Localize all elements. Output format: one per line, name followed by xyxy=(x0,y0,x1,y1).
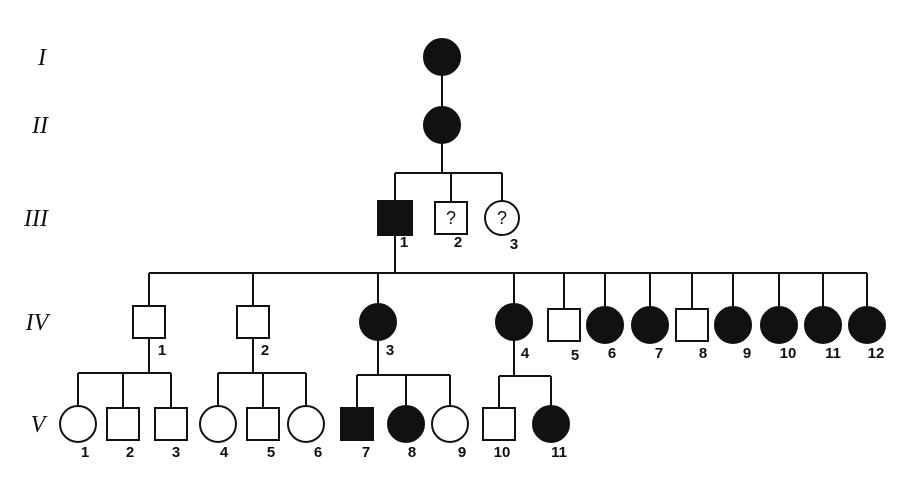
female-unaffected-gen-v-1 xyxy=(59,405,97,443)
generation-label-v: V xyxy=(31,412,48,438)
female-affected-gen-iv-7 xyxy=(631,306,669,344)
individual-number-gen-iv-6: 6 xyxy=(608,345,616,362)
individual-number-gen-iii-1: 1 xyxy=(400,234,408,251)
female-affected-gen-iv-11 xyxy=(804,306,842,344)
individual-number-gen-iv-1: 1 xyxy=(158,342,166,359)
individual-number-gen-iv-4: 4 xyxy=(521,345,530,362)
male-unaffected-gen-iv-1 xyxy=(132,305,166,339)
male-unaffected-gen-iv-2 xyxy=(236,305,270,339)
male-unaffected-gen-v-2 xyxy=(106,407,140,441)
individual-number-gen-iv-3: 3 xyxy=(386,342,394,359)
female-affected-gen-iv-4 xyxy=(495,303,533,341)
individual-number-gen-v-9: 9 xyxy=(458,444,466,461)
male-unaffected-gen-v-5 xyxy=(246,407,280,441)
male-affected-gen-v-7 xyxy=(340,407,374,441)
female-unaffected-gen-v-9 xyxy=(431,405,469,443)
generation-label-ii: II xyxy=(31,113,49,139)
individual-number-gen-v-10: 10 xyxy=(494,444,511,461)
female-affected-gen-iv-10 xyxy=(760,306,798,344)
female-affected-gen-iv-6 xyxy=(586,306,624,344)
individual-number-gen-v-8: 8 xyxy=(408,444,416,461)
pedigree-connecting-lines xyxy=(77,75,868,408)
male-unaffected-gen-iv-5 xyxy=(547,308,581,342)
male-unaffected-gen-iii-2 xyxy=(434,201,468,235)
individual-number-gen-iii-3: 3 xyxy=(510,236,518,253)
female-affected-gen-ii-founder xyxy=(423,106,461,144)
individual-number-gen-iv-11: 11 xyxy=(825,345,841,362)
individual-number-gen-v-3: 3 xyxy=(172,444,180,461)
female-affected-gen-iv-12 xyxy=(848,306,886,344)
individual-number-gen-iv-7: 7 xyxy=(655,345,663,362)
individual-number-gen-v-5: 5 xyxy=(267,444,275,461)
female-unaffected-gen-v-6 xyxy=(287,405,325,443)
individual-number-gen-v-7: 7 xyxy=(362,444,370,461)
individual-number-gen-iv-12: 12 xyxy=(868,345,885,362)
unknown-mark-gen-iii-3: ? xyxy=(497,208,507,228)
male-unaffected-gen-v-3 xyxy=(154,407,188,441)
female-unaffected-gen-v-4 xyxy=(199,405,237,443)
individual-number-gen-v-1: 1 xyxy=(81,444,89,461)
generation-label-iv: IV xyxy=(25,310,51,336)
individual-number-gen-iv-2: 2 xyxy=(261,342,269,359)
male-affected-gen-iii-1 xyxy=(377,200,413,236)
individual-number-gen-iii-2: 2 xyxy=(454,234,462,251)
female-affected-gen-v-11 xyxy=(532,405,570,443)
individual-number-gen-v-4: 4 xyxy=(220,444,229,461)
individual-number-gen-v-2: 2 xyxy=(126,444,134,461)
unknown-mark-gen-iii-2: ? xyxy=(446,208,456,228)
individual-number-gen-iv-9: 9 xyxy=(743,345,751,362)
female-affected-gen-i-founder xyxy=(423,38,461,76)
male-unaffected-gen-iv-8 xyxy=(675,308,709,342)
individual-number-gen-v-11: 11 xyxy=(551,444,567,461)
individual-number-gen-v-6: 6 xyxy=(314,444,322,461)
individual-number-gen-iv-5: 5 xyxy=(571,347,579,364)
individual-number-gen-iv-10: 10 xyxy=(780,345,797,362)
generation-label-i: I xyxy=(37,45,47,71)
female-affected-gen-v-8 xyxy=(387,405,425,443)
female-affected-gen-iv-9 xyxy=(714,306,752,344)
individual-number-gen-iv-8: 8 xyxy=(699,345,707,362)
male-unaffected-gen-v-10 xyxy=(482,407,516,441)
generation-label-iii: III xyxy=(23,206,49,232)
female-affected-gen-iv-3 xyxy=(359,303,397,341)
female-unaffected-gen-iii-3 xyxy=(484,200,520,236)
